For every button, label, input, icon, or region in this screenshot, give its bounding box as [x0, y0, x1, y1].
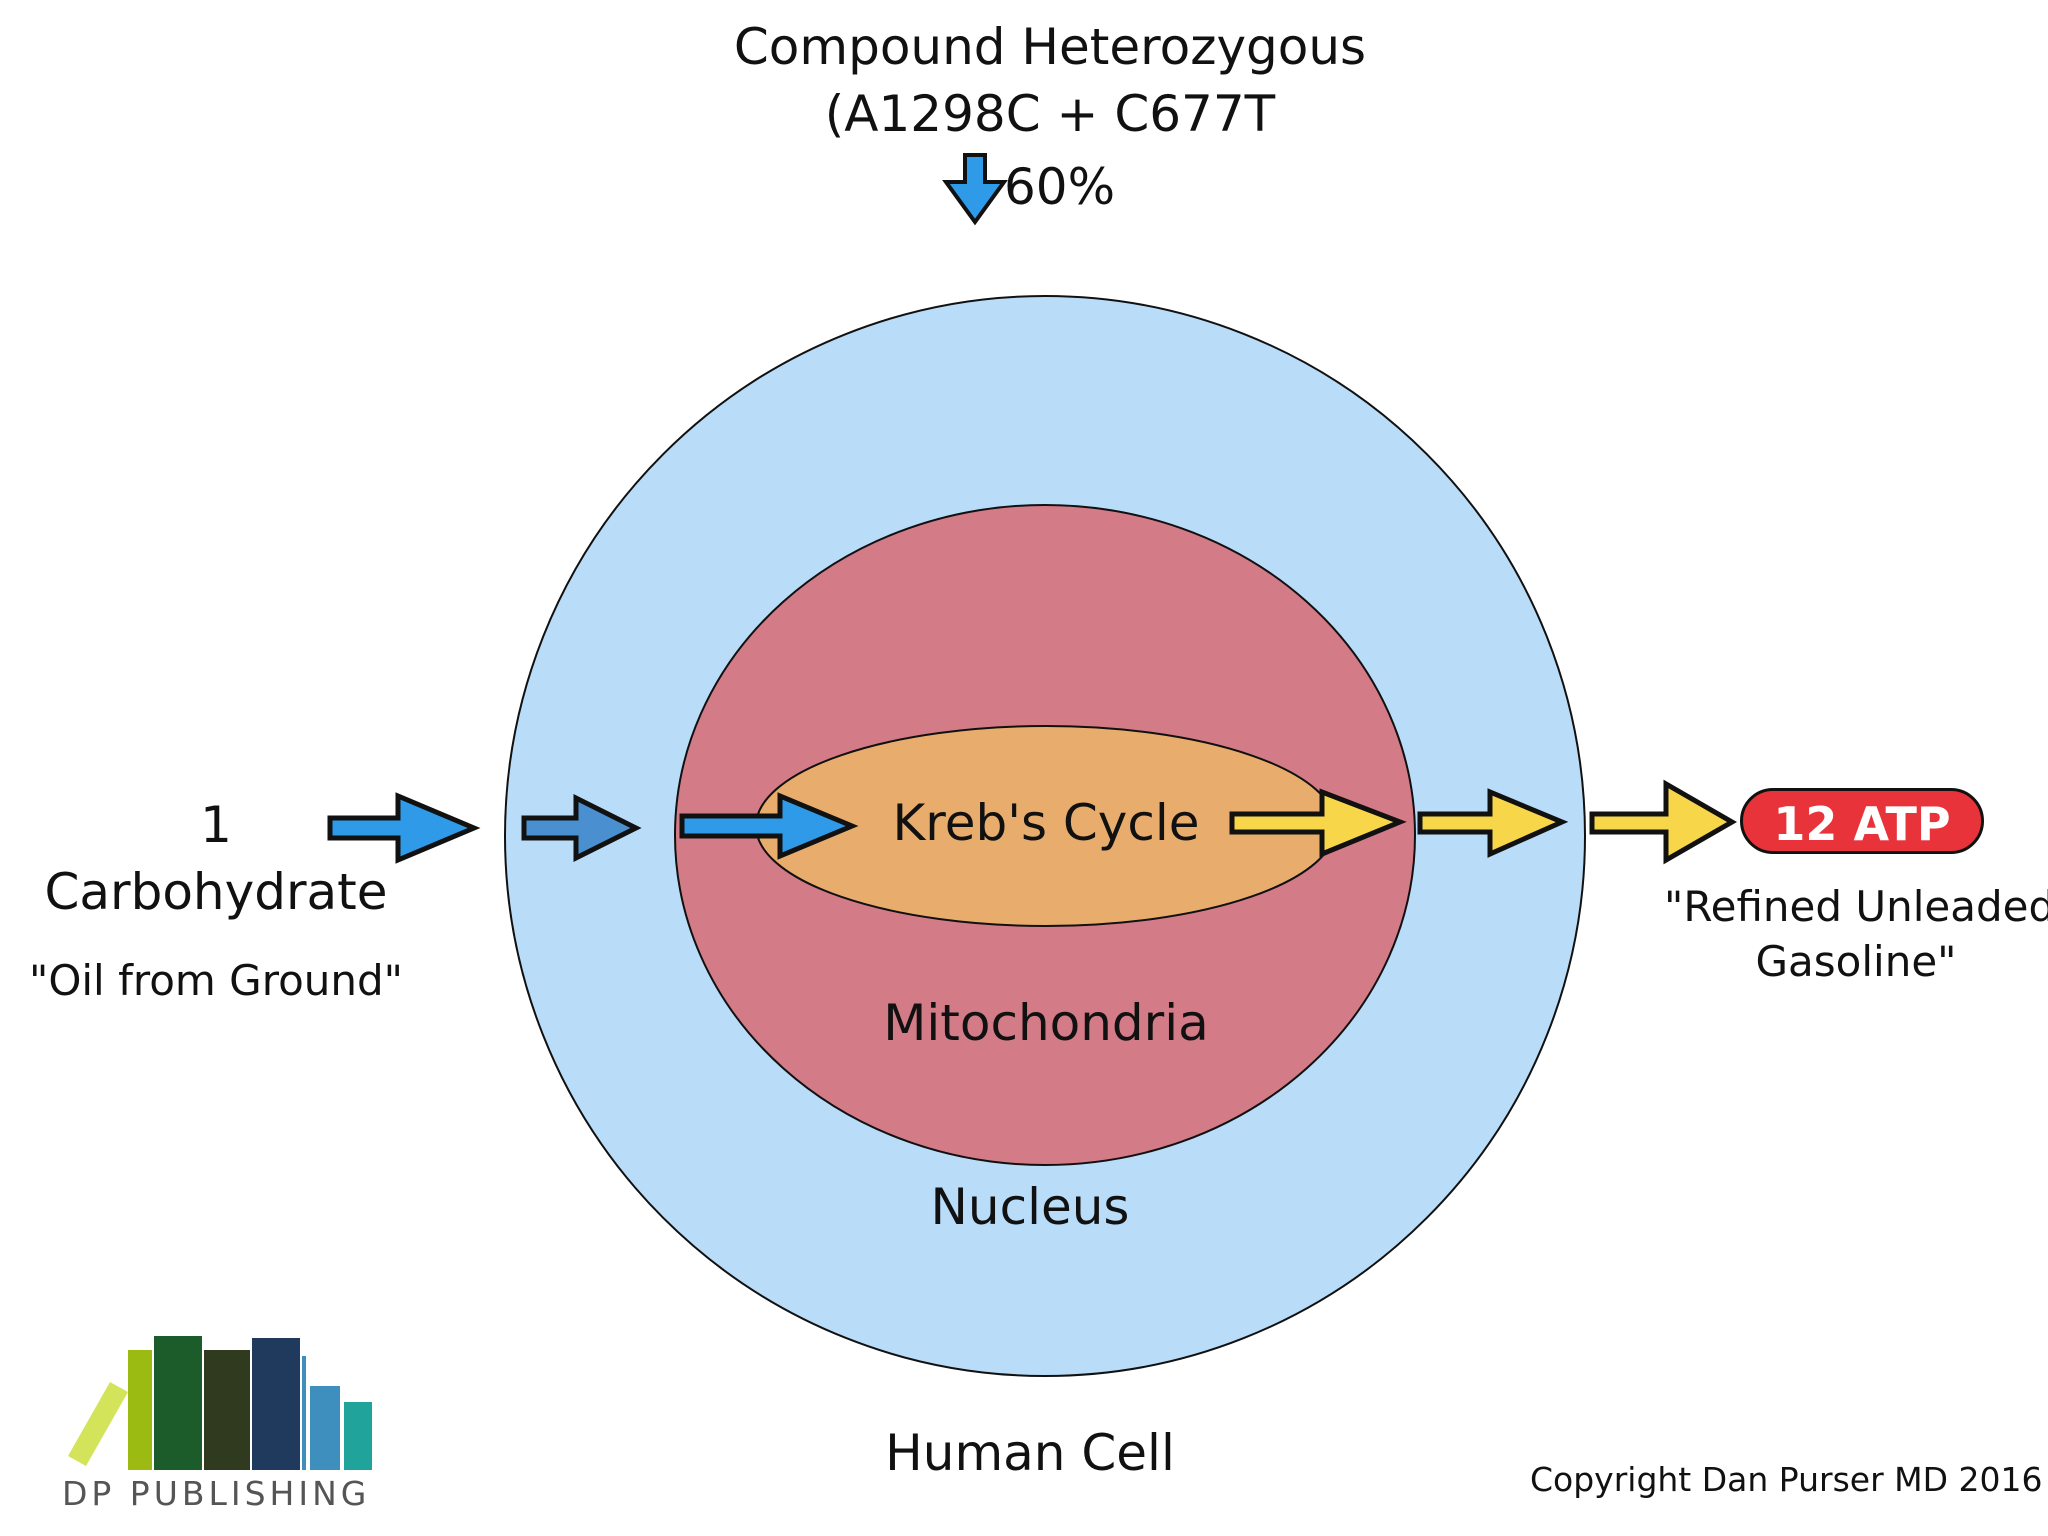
logo-caption: DP PUBLISHING: [62, 1474, 371, 1513]
header-line-1: Compound Heterozygous: [733, 18, 1367, 76]
logo-bar-1: [128, 1350, 152, 1470]
header-line-2: (A1298C + C677T: [824, 85, 1276, 143]
input-arrow-2: [521, 793, 642, 863]
logo-bar-3: [204, 1350, 250, 1470]
atp-badge: 12 ATP: [1740, 788, 1984, 854]
header-title: Compound Heterozygous (A1298C + C677T: [720, 14, 1380, 148]
output-analogy-line-1: "Refined Unleaded: [1664, 882, 2048, 931]
logo-bar-6: [310, 1386, 340, 1470]
logo-slanted-bar: [68, 1382, 128, 1466]
input-arrow-1: [327, 792, 481, 864]
nucleus-label: Nucleus: [930, 1178, 1130, 1236]
input-name: Carbohydrate: [44, 863, 388, 921]
copyright-text: Copyright Dan Purser MD 2016: [1530, 1460, 2043, 1499]
dp-publishing-logo-bars: [68, 1336, 372, 1470]
output-arrow-2: [1417, 788, 1569, 858]
logo-bar-4: [252, 1338, 300, 1470]
logo-bar-7: [344, 1402, 372, 1470]
kreb-cycle-label: Kreb's Cycle: [892, 794, 1200, 852]
output-analogy: "Refined Unleaded Gasoline": [1664, 880, 2048, 989]
input-count: 1: [200, 796, 232, 854]
output-arrow-3: [1589, 779, 1738, 865]
reduction-down-arrow: [942, 153, 1008, 226]
logo-bar-2: [154, 1336, 202, 1470]
reduction-percent: 60%: [1004, 158, 1116, 216]
input-label: 1 Carbohydrate: [36, 792, 396, 926]
mitochondria-label: Mitochondria: [883, 994, 1209, 1052]
input-arrow-3: [679, 792, 859, 860]
input-analogy: "Oil from Ground": [29, 956, 403, 1005]
output-arrow-1: [1229, 788, 1407, 858]
output-analogy-line-2: Gasoline": [1755, 936, 1957, 986]
logo-bar-5: [302, 1356, 306, 1470]
human-cell-label: Human Cell: [885, 1424, 1175, 1482]
